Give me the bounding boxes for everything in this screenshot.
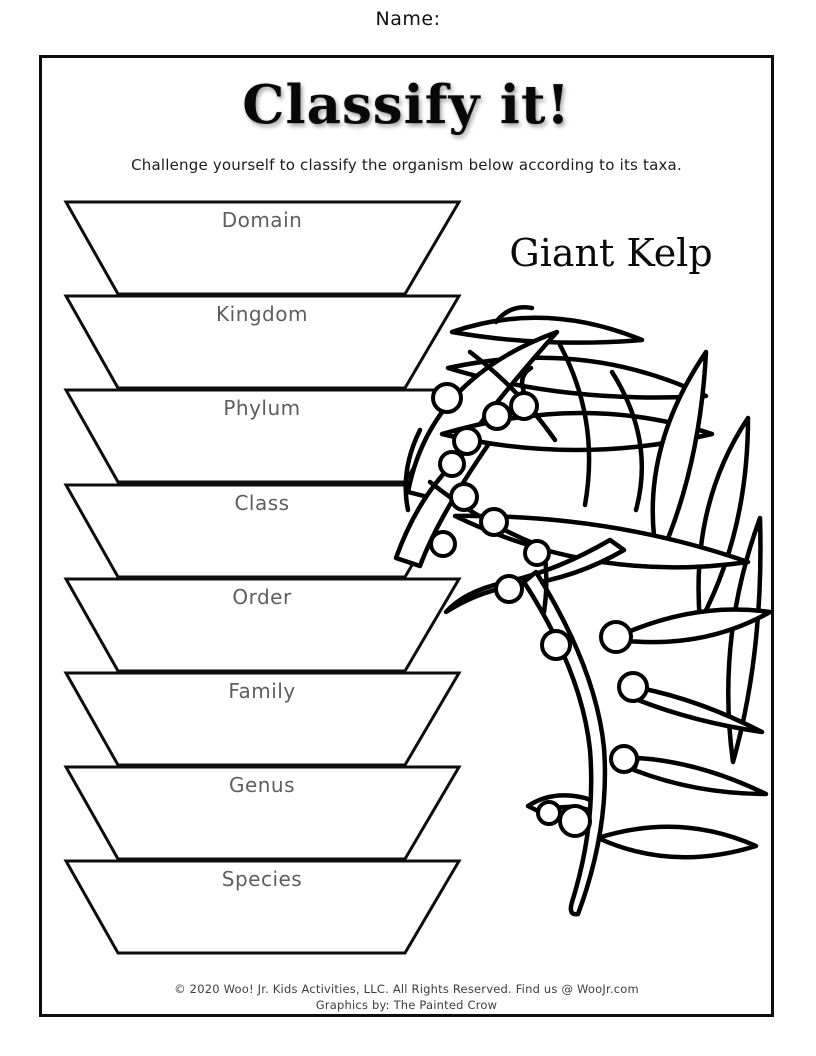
taxon-shape-class [63, 483, 462, 579]
taxon-label-genus: Genus [228, 773, 296, 797]
giant-kelp-illustration [393, 305, 773, 917]
name-label: Name: [375, 8, 441, 30]
taxon-label-phylum: Phylum [223, 396, 301, 420]
taxon-shape-domain [63, 200, 462, 296]
taxonomy-funnel [63, 200, 462, 955]
taxon-label-family: Family [228, 679, 296, 703]
copyright-text: © 2020 Woo! Jr. Kids Activities, LLC. Al… [174, 982, 639, 996]
taxon-shape-genus [63, 765, 462, 861]
taxon-label-species: Species [221, 867, 303, 891]
taxon-shape-kingdom [63, 294, 462, 390]
organism-name: Giant Kelp [509, 231, 713, 275]
taxon-label-order: Order [232, 585, 292, 609]
taxon-shape-species [63, 859, 462, 955]
credits-text: Graphics by: The Painted Crow [315, 998, 498, 1012]
taxon-label-class: Class [234, 491, 290, 515]
taxon-shape-family [63, 671, 462, 767]
taxon-label-domain: Domain [221, 208, 303, 232]
taxon-label-kingdom: Kingdom [216, 302, 308, 326]
taxon-shape-order [63, 577, 462, 673]
instructions-text: Challenge yourself to classify the organ… [131, 156, 682, 174]
page-title: Classify it! [242, 74, 571, 136]
